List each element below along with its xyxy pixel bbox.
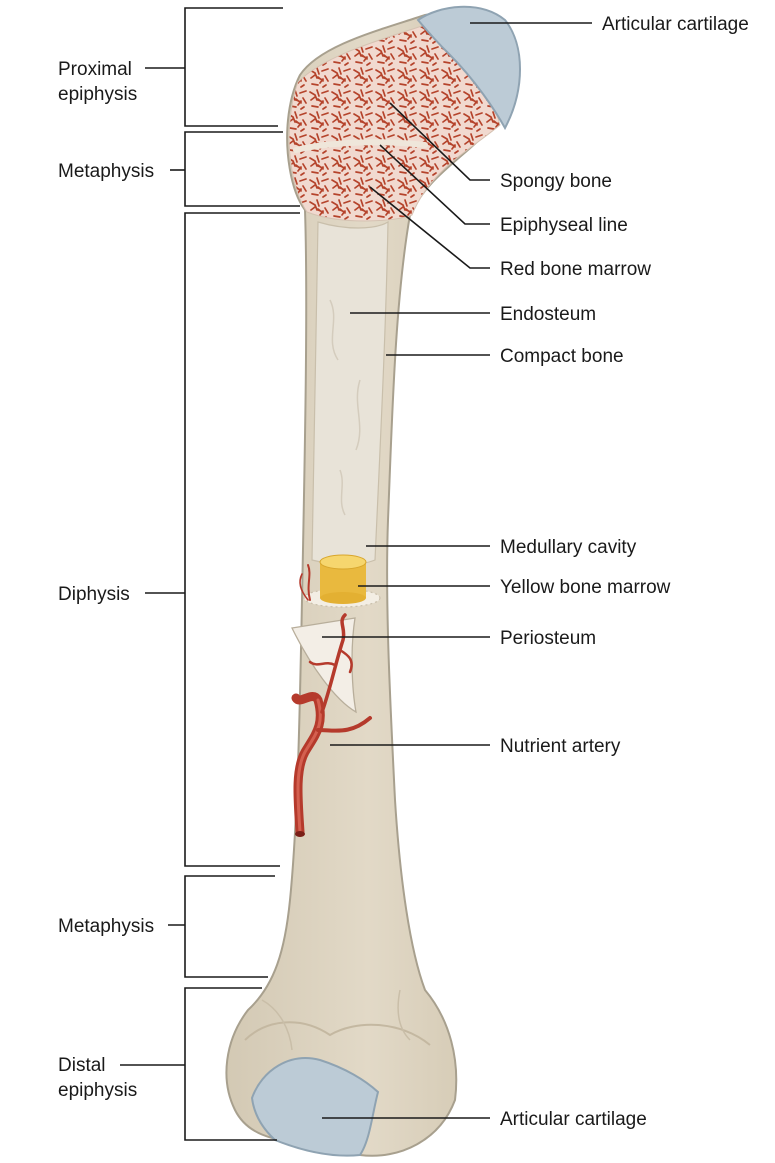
label-diaphysis: Diphysis [58, 584, 130, 605]
label-medullary-cavity: Medullary cavity [500, 537, 637, 558]
label-compact-bone: Compact bone [500, 346, 624, 367]
yellow-marrow-cylinder [319, 554, 367, 604]
label-distal-epiphysis: Distal epiphysis [58, 1055, 137, 1101]
label-periosteum: Periosteum [500, 628, 596, 649]
distal-texture [261, 989, 411, 1051]
periosteum-flap [291, 617, 357, 714]
bracket-metaphysis-top [184, 131, 300, 207]
bracket-proximal-epiphysis [184, 7, 283, 127]
endosteum-texture [329, 299, 361, 516]
bracket-distal-epiphysis [184, 987, 277, 1141]
leader-red-bone-marrow [369, 186, 490, 269]
label-spongy-bone: Spongy bone [500, 171, 612, 192]
articular-cartilage-top-shape [416, 5, 521, 131]
label-endosteum: Endosteum [500, 304, 596, 325]
leader-lines [322, 22, 592, 1119]
label-articular-cartilage-top: Articular cartilage [602, 14, 749, 35]
label-articular-cartilage-bottom: Articular cartilage [500, 1109, 647, 1130]
nutrient-artery-vessel [291, 564, 372, 837]
bracket-metaphysis-bottom [184, 875, 275, 978]
label-red-bone-marrow: Red bone marrow [500, 259, 651, 280]
label-metaphysis-top: Metaphysis [58, 161, 154, 182]
region-brackets [120, 7, 300, 1141]
distal-condyle-shading [244, 1021, 431, 1046]
label-nutrient-artery: Nutrient artery [500, 736, 621, 757]
leader-spongy-bone [389, 102, 490, 181]
epiphyseal-line-mark [293, 139, 428, 153]
label-metaphysis-bottom: Metaphysis [58, 916, 154, 937]
bracket-diaphysis [184, 212, 300, 867]
label-proximal-epiphysis: Proximal epiphysis [58, 59, 137, 105]
femur-bone [225, 5, 521, 1157]
label-epiphyseal-line: Epiphyseal line [500, 215, 628, 236]
medullary-cavity-shape [311, 220, 389, 566]
leader-epiphyseal-line [379, 144, 490, 225]
label-yellow-bone-marrow: Yellow bone marrow [500, 577, 671, 598]
